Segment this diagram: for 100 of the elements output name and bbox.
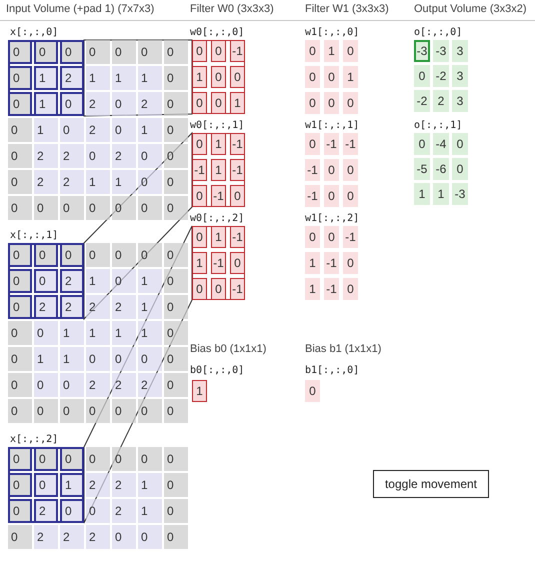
value-cell: 0 xyxy=(211,278,226,300)
value-cell: 1 xyxy=(138,499,162,523)
value-cell: 0 xyxy=(86,347,110,371)
value-cell: -3 xyxy=(452,183,468,205)
value-cell: 1 xyxy=(211,159,226,181)
value-cell: 2 xyxy=(112,295,136,319)
value-cell: 0 xyxy=(138,196,162,220)
value-cell: 0 xyxy=(86,399,110,423)
value-cell: 2 xyxy=(86,92,110,116)
value-cell: 0 xyxy=(8,525,32,549)
value-cell: 1 xyxy=(305,278,320,300)
value-cell: 1 xyxy=(86,321,110,345)
value-cell: 0 xyxy=(138,399,162,423)
value-cell: 0 xyxy=(34,321,58,345)
value-cell: 2 xyxy=(86,473,110,497)
value-cell: 0 xyxy=(138,243,162,267)
value-cell: 0 xyxy=(86,40,110,64)
value-cell: 1 xyxy=(138,473,162,497)
value-cell: 0 xyxy=(138,525,162,549)
value-cell: 0 xyxy=(86,144,110,168)
value-cell: -4 xyxy=(433,133,449,155)
value-cell: 1 xyxy=(34,66,58,90)
value-cell: 0 xyxy=(86,499,110,523)
value-cell: 1 xyxy=(138,66,162,90)
value-cell: -6 xyxy=(433,158,449,180)
value-cell: 0 xyxy=(164,118,188,142)
value-cell: 0 xyxy=(305,133,320,155)
panel-heading: Bias b1 (1x1x1) xyxy=(305,343,382,355)
value-cell: 0 xyxy=(34,269,58,293)
value-cell: 2 xyxy=(34,295,58,319)
value-cell: 0 xyxy=(138,40,162,64)
value-cell: -1 xyxy=(192,159,207,181)
value-cell: 1 xyxy=(433,183,449,205)
value-cell: 2 xyxy=(60,144,84,168)
slice-label: w0[:,:,0] xyxy=(190,27,244,38)
value-cell: 1 xyxy=(414,183,430,205)
value-cell: -1 xyxy=(343,133,358,155)
value-cell: 0 xyxy=(112,196,136,220)
value-cell: 1 xyxy=(60,473,84,497)
value-cell: 0 xyxy=(8,321,32,345)
value-cell: 0 xyxy=(305,92,320,114)
value-cell: 0 xyxy=(34,243,58,267)
value-cell: 0 xyxy=(343,278,358,300)
value-cell: 2 xyxy=(34,525,58,549)
value-cell: 1 xyxy=(60,321,84,345)
highlight-frame xyxy=(192,40,245,114)
value-cell: 0 xyxy=(164,170,188,194)
value-cell: 3 xyxy=(452,90,468,112)
value-cell: 0 xyxy=(112,92,136,116)
value-cell: -1 xyxy=(324,278,339,300)
value-cell: 0 xyxy=(8,196,32,220)
value-cell: 0 xyxy=(86,243,110,267)
value-cell: 0 xyxy=(305,66,320,88)
value-cell: 0 xyxy=(8,347,32,371)
value-cell: 0 xyxy=(324,92,339,114)
value-cell: 0 xyxy=(164,321,188,345)
value-cell: 0 xyxy=(164,499,188,523)
value-cell: 2 xyxy=(86,118,110,142)
value-cell: 0 xyxy=(343,92,358,114)
value-cell: 2 xyxy=(112,144,136,168)
value-cell: 0 xyxy=(324,226,339,248)
value-cell: 2 xyxy=(112,499,136,523)
value-cell: 2 xyxy=(34,499,58,523)
value-cell: 0 xyxy=(324,66,339,88)
value-cell: -1 xyxy=(324,133,339,155)
slice-label: o[:,:,1] xyxy=(414,120,462,131)
value-cell: 0 xyxy=(138,447,162,471)
value-cell: 0 xyxy=(211,92,226,114)
value-cell: 1 xyxy=(112,66,136,90)
value-cell: 1 xyxy=(138,295,162,319)
value-cell: 0 xyxy=(164,473,188,497)
value-cell: 2 xyxy=(112,373,136,397)
value-cell: 0 xyxy=(112,399,136,423)
value-cell: 2 xyxy=(34,170,58,194)
value-cell: 2 xyxy=(60,269,84,293)
toggle-button: toggle movement xyxy=(373,470,489,498)
value-cell: 0 xyxy=(414,65,430,87)
value-cell: 0 xyxy=(164,347,188,371)
value-cell: 0 xyxy=(86,447,110,471)
value-cell: -1 xyxy=(305,159,320,181)
value-cell: 2 xyxy=(86,525,110,549)
value-cell: -2 xyxy=(433,65,449,87)
value-cell: 1 xyxy=(34,92,58,116)
slice-label: o[:,:,0] xyxy=(414,27,462,38)
value-cell: 0 xyxy=(112,269,136,293)
slice-label: x[:,:,0] xyxy=(10,27,58,38)
value-cell: 0 xyxy=(138,170,162,194)
slice-label: w0[:,:,2] xyxy=(190,213,244,224)
value-cell: 0 xyxy=(138,347,162,371)
value-cell: 0 xyxy=(60,118,84,142)
value-cell: 2 xyxy=(34,144,58,168)
connector-line xyxy=(84,40,192,116)
value-cell: 0 xyxy=(8,399,32,423)
highlight-frame xyxy=(8,40,84,116)
value-cell: 1 xyxy=(34,347,58,371)
value-cell: 0 xyxy=(8,269,32,293)
value-cell: 0 xyxy=(86,196,110,220)
value-cell: 0 xyxy=(343,185,358,207)
value-cell: 1 xyxy=(60,347,84,371)
value-cell: 0 xyxy=(8,66,32,90)
